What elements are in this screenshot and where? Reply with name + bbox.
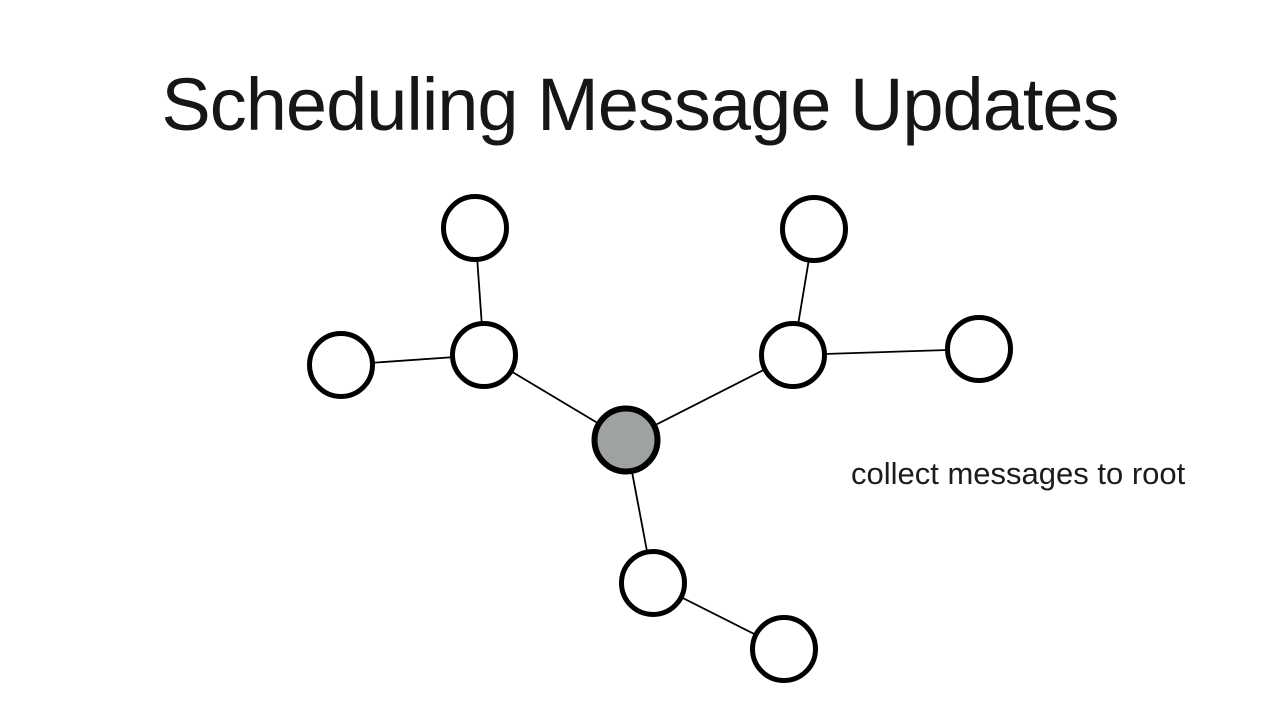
graph-node-bottom-hub [619, 549, 687, 617]
annotation-collect-messages: collect messages to root [851, 456, 1186, 491]
graph-node-left-leaf [307, 331, 375, 399]
graph-node-right-top-leaf [780, 195, 848, 263]
graph-node-right-leaf [945, 315, 1013, 383]
graph-node-root [591, 405, 661, 475]
slide-title: Scheduling Message Updates [161, 63, 1119, 146]
graph-node-right-hub [759, 321, 827, 389]
graph-node-left-hub [450, 321, 518, 389]
graph-node-bottom-leaf [750, 615, 818, 683]
graph-node-left-top-leaf [441, 194, 509, 262]
